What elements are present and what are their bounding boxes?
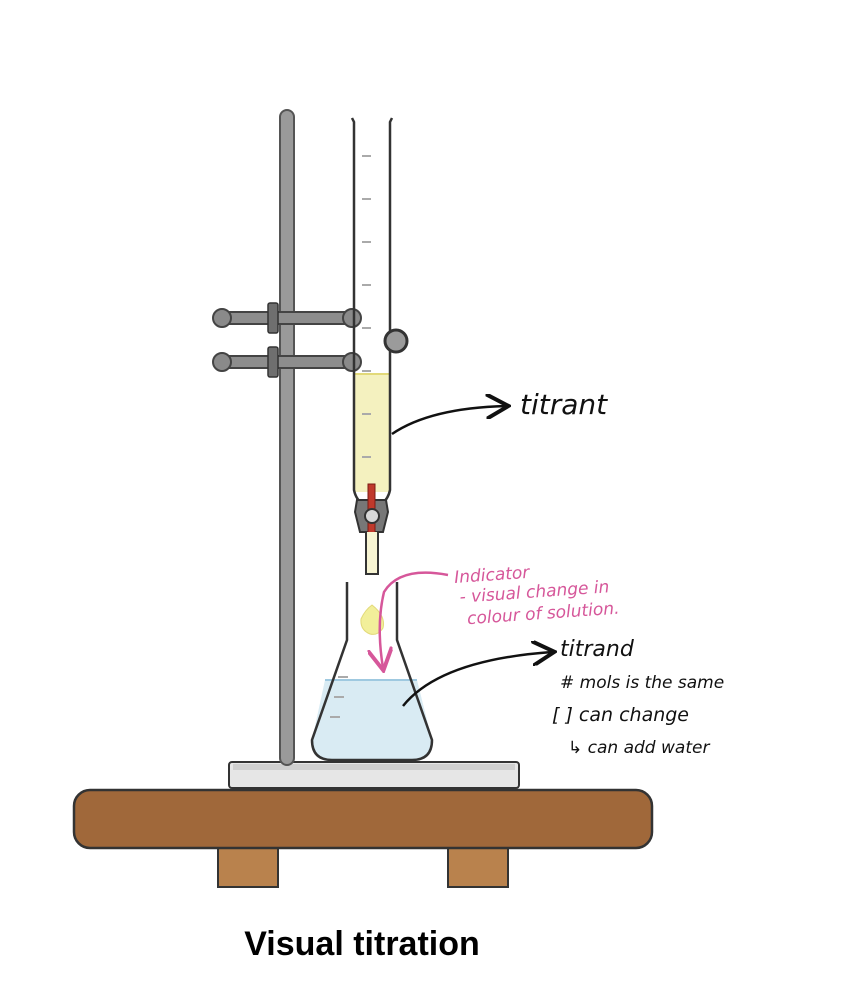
- titrant-liquid: [354, 374, 390, 492]
- table-leg-left: [217, 844, 279, 888]
- burette: [350, 117, 409, 575]
- burette-tip: [365, 532, 379, 575]
- titrand-note-line-2: [ ] can change: [552, 704, 689, 726]
- titrand-note-line-1: # mols is the same: [560, 673, 724, 693]
- indicator-arrow: [380, 571, 449, 668]
- indicator-note: Indicator - visual change in colour of s…: [454, 563, 620, 629]
- titrand-arrow: [402, 652, 552, 707]
- table-top: [72, 788, 654, 850]
- titrant-arrow: [391, 406, 506, 436]
- table: [72, 788, 654, 888]
- table-leg-right: [447, 844, 509, 888]
- flask-graduations: [330, 676, 348, 718]
- titrant-label: titrant: [520, 388, 608, 421]
- figure-caption: Visual titration: [244, 925, 480, 963]
- conical-flask: [310, 582, 434, 762]
- burette-clamp-upper: [212, 302, 362, 334]
- stand-base-top: [233, 764, 515, 770]
- titrand-label: titrand: [560, 637, 635, 662]
- burette-clamp-lower: [212, 346, 362, 378]
- flask-liquid: [312, 680, 432, 760]
- stand-rod: [279, 109, 295, 766]
- titrand-note-line-3: ↳ can add water: [568, 738, 710, 758]
- burette-knob: [383, 328, 409, 354]
- burette-graduations: [362, 155, 371, 458]
- indicator-drop: [360, 604, 384, 635]
